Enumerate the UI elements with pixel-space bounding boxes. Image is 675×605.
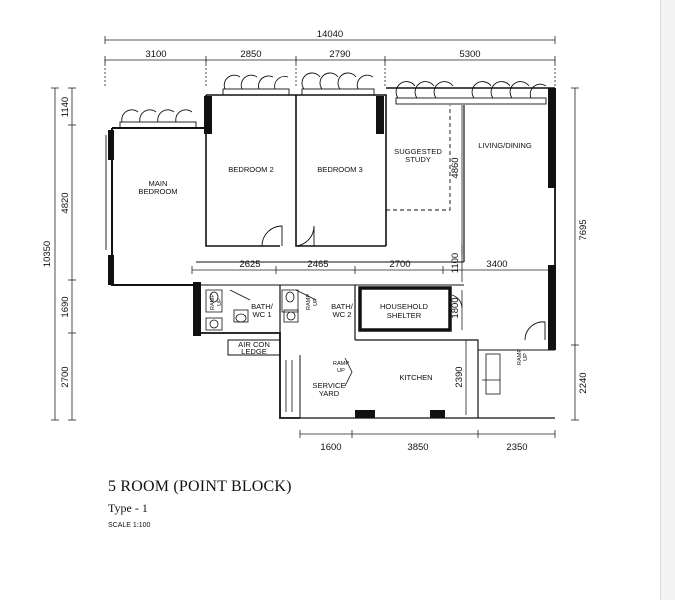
- room-main-bedroom-1: MAIN: [149, 179, 168, 188]
- dimension-labels: 14040 3100 2850 2790 5300 10350 1140 482…: [42, 29, 589, 453]
- ramp-label-4b: UP: [523, 353, 529, 361]
- title-block: 5 ROOM (POINT BLOCK) Type - 1 SCALE 1:10…: [108, 478, 292, 529]
- walls: [111, 87, 556, 419]
- ramp-label-4: RAMP: [517, 349, 523, 365]
- room-aircon-2: LEDGE: [241, 347, 267, 356]
- room-labels: MAIN BEDROOM BEDROOM 2 BEDROOM 3 SUGGEST…: [138, 141, 532, 398]
- dim-left-overall: 10350: [42, 241, 53, 267]
- dim-left-1: 1140: [60, 97, 71, 117]
- dim-shelter: 1800: [450, 297, 461, 318]
- dim-mid-3: 2700: [389, 259, 410, 270]
- dim-study-depth: 4860: [450, 157, 461, 178]
- room-study-2: STUDY: [405, 155, 431, 164]
- dim-top-3: 2790: [329, 49, 350, 60]
- dim-mid-4: 3400: [486, 259, 507, 270]
- dim-bottom-3: 2350: [506, 442, 527, 453]
- ramp-label-2: RAMP: [306, 294, 312, 310]
- dim-top-4: 5300: [459, 49, 480, 60]
- room-bedroom-2: BEDROOM 2: [228, 165, 274, 174]
- room-living-dining: LIVING/DINING: [478, 141, 532, 150]
- ramp-label-3b: UP: [337, 368, 345, 374]
- ramp-label-1: RAMP: [210, 294, 216, 310]
- dim-right-lower: 2240: [578, 372, 589, 393]
- room-service-1: SERVICE: [312, 381, 345, 390]
- dimension-lines: [51, 36, 579, 438]
- dim-bottom-1: 1600: [320, 442, 341, 453]
- room-bath2-1: BATH/: [331, 302, 354, 311]
- room-bath1-1: BATH/: [251, 302, 274, 311]
- plan-title: 5 ROOM (POINT BLOCK): [108, 478, 292, 495]
- room-aircon-1: AIR CON: [238, 340, 270, 349]
- dim-overall-width: 14040: [317, 29, 343, 40]
- plan-scale: SCALE 1:100: [108, 522, 151, 529]
- dim-mid-1: 2625: [239, 259, 260, 270]
- fixtures: [205, 289, 501, 412]
- doors: [229, 225, 546, 341]
- room-main-bedroom-2: BEDROOM: [138, 187, 177, 196]
- room-bedroom-3: BEDROOM 3: [317, 165, 363, 174]
- room-kitchen: KITCHEN: [399, 373, 432, 382]
- room-shelter-1: HOUSEHOLD: [380, 302, 429, 311]
- room-service-2: YARD: [319, 389, 340, 398]
- dim-mid-2: 2465: [307, 259, 328, 270]
- wall-columns: [108, 88, 556, 418]
- dim-top-2: 2850: [240, 49, 261, 60]
- ramp-label-3: RAMP: [333, 361, 349, 367]
- room-study-1: SUGGESTED: [394, 147, 442, 156]
- dim-bottom-2: 3850: [407, 442, 428, 453]
- dim-kitchen: 2390: [454, 366, 465, 387]
- ramp-label-2b: UP: [313, 298, 319, 306]
- room-bath2-2: WC 2: [333, 310, 352, 319]
- page-edge-strip: [660, 0, 675, 600]
- dim-right-upper: 7695: [578, 219, 589, 240]
- dim-left-2: 4820: [60, 192, 71, 213]
- plan-type: Type - 1: [108, 501, 148, 515]
- ramp-label-1b: UP: [217, 298, 223, 306]
- dim-left-3: 1690: [60, 296, 71, 317]
- windows: [105, 72, 547, 250]
- room-shelter-2: SHELTER: [387, 311, 422, 320]
- room-bath1-2: WC 1: [253, 310, 272, 319]
- dim-left-4: 2700: [60, 366, 71, 387]
- dim-top-1: 3100: [145, 49, 166, 60]
- dim-corridor: 1100: [450, 253, 461, 273]
